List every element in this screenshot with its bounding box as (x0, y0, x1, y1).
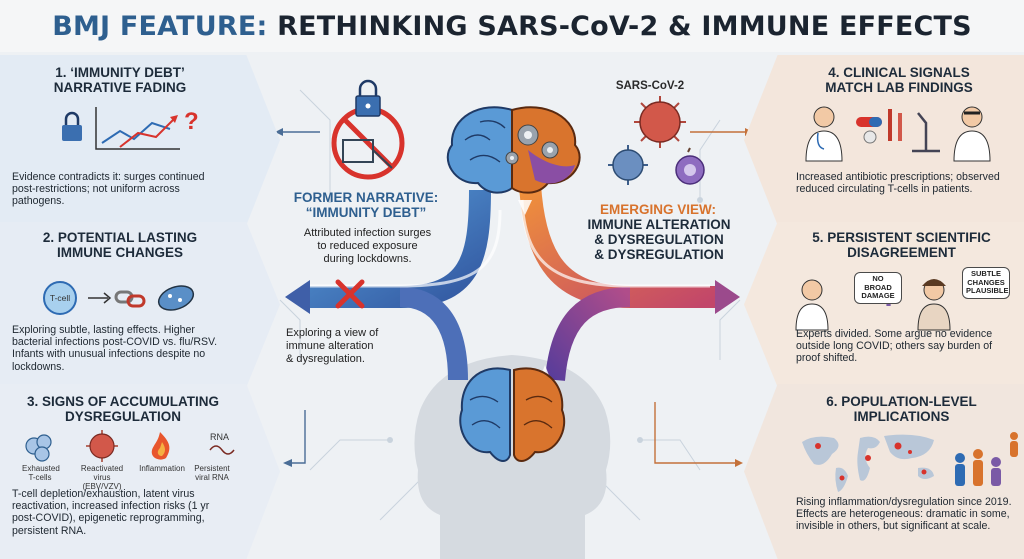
former-narrative-heading: FORMER NARRATIVE: “IMMUNITY DEBT” (293, 190, 439, 220)
panel-1-heading: 1. ‘IMMUNITY DEBT’ NARRATIVE FADING (53, 65, 187, 95)
panel-4-clinical-signals: 4. CLINICAL SIGNALS MATCH LAB FINDINGS I… (744, 55, 1024, 225)
doctor-lab-icon (805, 106, 991, 162)
panel-6-body: Rising inflammation/dysregulation since … (796, 496, 1012, 533)
bubble-subtle-changes: SUBTLE CHANGES PLAUSIBLE (962, 267, 1010, 299)
virus-label: SARS-CoV-2 (615, 80, 685, 92)
icon-label-persistent-rna: Persistent viral RNA (194, 464, 230, 482)
title-bar: BMJ FEATURE: RETHINKING SARS-CoV-2 & IMM… (0, 0, 1024, 52)
panel-5-body: Experts divided. Some argue no evidence … (796, 328, 993, 365)
icon-label-reactivated-virus: Reactivated virus (EBV/VZV) (80, 464, 124, 491)
panel-5-disagreement: 5. PERSISTENT SCIENTIFIC DISAGREEMENT ? … (744, 222, 1024, 387)
icon-label-exhausted-tcells: Exhausted T-cells (22, 464, 60, 482)
panel-4-body: Increased antibiotic prescriptions; obse… (796, 171, 1000, 196)
panel-3-heading: 3. SIGNS OF ACCUMULATING DYSREGULATION (27, 394, 219, 424)
world-map-people-icon (802, 432, 1018, 492)
icon-label-inflammation: Inflammation (139, 464, 185, 473)
panel-2-heading: 2. POTENTIAL LASTING IMMUNE CHANGES (42, 230, 198, 260)
exploring-text: Exploring a view of immune alteration & … (286, 327, 379, 365)
title-main: RETHINKING SARS-CoV-2 & IMMUNE EFFECTS (277, 10, 972, 42)
title-prefix: BMJ FEATURE: (52, 10, 268, 42)
former-narrative-body: Attributed infection surges to reduced e… (303, 227, 432, 265)
panel-5-heading: 5. PERSISTENT SCIENTIFIC DISAGREEMENT (812, 230, 991, 260)
panel-3-body: T-cell depletion/exhaustion, latent viru… (12, 488, 210, 537)
lock-chart-icon: ? (62, 107, 199, 150)
panel-6-heading: 6. POPULATION-LEVEL IMPLICATIONS (826, 394, 977, 424)
red-x-icon (335, 279, 365, 309)
panel-1-immunity-debt: 1. ‘IMMUNITY DEBT’ NARRATIVE FADING ? Ev… (0, 55, 280, 225)
svg-text:?: ? (184, 108, 199, 135)
panel-2-lasting-changes: 2. POTENTIAL LASTING IMMUNE CHANGES T-ce… (0, 222, 280, 387)
dysregulation-icons: RNA (25, 430, 235, 462)
panel-6-population: 6. POPULATION-LEVEL IMPLICATIONS Rising … (744, 384, 1024, 559)
panel-2-body: Exploring subtle, lasting effects. Highe… (12, 324, 218, 373)
emerging-view-subheading: IMMUNE ALTERATION & DYSREGULATION & DYSR… (587, 217, 731, 262)
panel-1-body: Evidence contradicts it: surges continue… (12, 171, 205, 208)
emerging-view-heading: EMERGING VIEW: (599, 202, 716, 217)
bubble-no-broad-damage: NO BROAD DAMAGE (854, 272, 902, 304)
page-title: BMJ FEATURE: RETHINKING SARS-CoV-2 & IMM… (52, 11, 972, 42)
tcell-chain-bacteria-icon (43, 281, 195, 315)
tcell-label: T-cell (49, 293, 71, 303)
rna-glyph: RNA (210, 432, 229, 442)
panel-3-dysregulation: 3. SIGNS OF ACCUMULATING DYSREGULATION R… (0, 384, 280, 559)
panel-4-heading: 4. CLINICAL SIGNALS MATCH LAB FINDINGS (825, 65, 973, 95)
